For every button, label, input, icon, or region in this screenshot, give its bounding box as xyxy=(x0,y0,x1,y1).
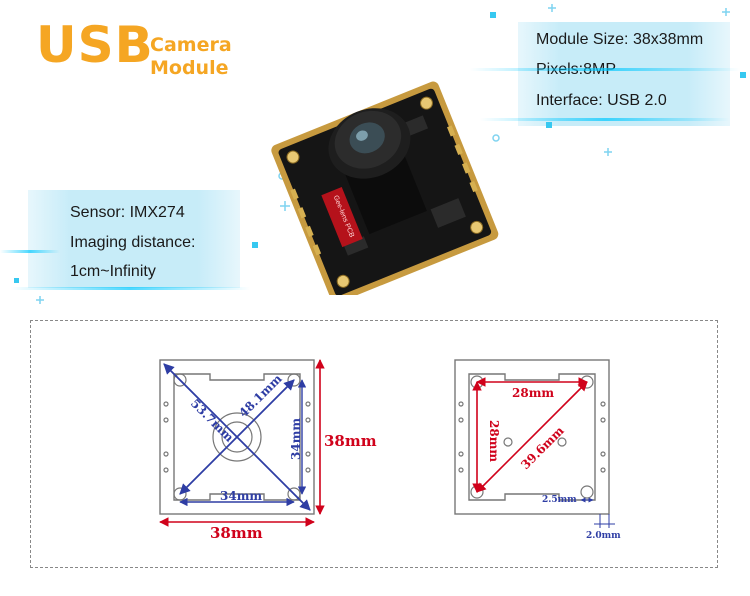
camera-module-photo: Gee-lens PCB xyxy=(271,81,499,295)
dimension-diagram-right: 28mm 28mm 39.6mm 2.5mm 2.0mm xyxy=(454,359,621,541)
square-sparkle-icon xyxy=(14,278,19,283)
glow-line xyxy=(0,250,60,253)
subtitle-line-2: Module xyxy=(150,57,229,79)
glow-line xyxy=(480,118,730,121)
plus-sparkle-icon xyxy=(36,296,44,304)
spec-sensor: Sensor: IMX274 xyxy=(70,204,185,221)
horizontal-inner-label: 34mm xyxy=(220,489,262,503)
plus-sparkle-icon xyxy=(722,8,730,16)
usb-title: USB xyxy=(36,16,154,74)
square-sparkle-icon xyxy=(252,242,258,248)
square-sparkle-icon xyxy=(740,72,746,78)
camera-module-subtitle: Camera Module xyxy=(150,34,232,80)
horizontal-outer-label: 38mm xyxy=(210,524,263,542)
diagonal-label-outer: 53.7mm xyxy=(188,396,237,445)
glow-line xyxy=(10,287,250,290)
horizontal-label: 28mm xyxy=(512,386,554,400)
square-sparkle-icon xyxy=(490,12,496,18)
hole-spacing-label: 2.5mm xyxy=(542,495,577,505)
vertical-inner-label: 34mm xyxy=(289,418,303,460)
plus-sparkle-icon xyxy=(604,148,612,156)
spec-interface: Interface: USB 2.0 xyxy=(536,92,667,109)
dimension-drawing-frame xyxy=(30,320,718,568)
diagonal-label: 39.6mm xyxy=(518,423,567,472)
subtitle-line-1: Camera xyxy=(150,34,232,56)
plus-sparkle-icon xyxy=(548,4,556,12)
spec-imaging-distance-value: 1cm~Infinity xyxy=(70,263,156,280)
spec-panel-left: Sensor: IMX274 Imaging distance: 1cm~Inf… xyxy=(28,190,240,288)
spec-panel-right: Module Size: 38x38mm Pixels:8MP Interfac… xyxy=(518,22,730,126)
glow-line xyxy=(470,68,740,71)
spec-imaging-distance-label: Imaging distance: xyxy=(70,234,196,251)
vertical-outer-label: 38mm xyxy=(324,432,377,450)
vertical-label: 28mm xyxy=(487,420,501,462)
spec-module-size: Module Size: 38x38mm xyxy=(536,31,704,48)
edge-offset-label: 2.0mm xyxy=(586,531,621,541)
dimension-diagram-left: 53.7mm 48.1mm 34mm 34mm 38mm 38mm xyxy=(159,359,377,542)
